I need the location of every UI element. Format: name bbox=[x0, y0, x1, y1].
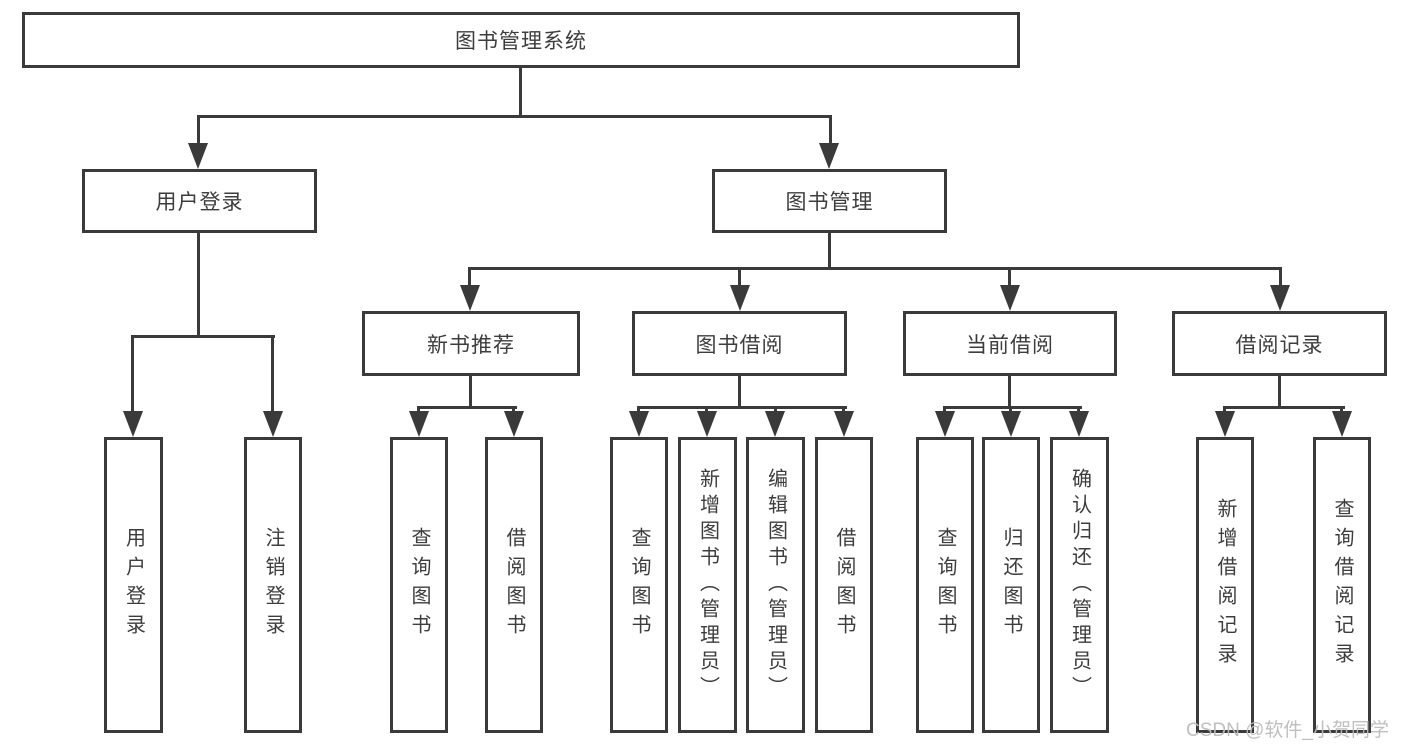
arrow-down-icon bbox=[819, 143, 839, 169]
leaf-add-borrow-record-label: 新增借阅记录 bbox=[1214, 498, 1236, 672]
connector-line bbox=[1278, 376, 1281, 408]
connector-line bbox=[1223, 406, 1226, 415]
leaf-recommend-query-books-label: 查询图书 bbox=[408, 527, 430, 643]
connector-line bbox=[197, 115, 832, 118]
leaf-return-books-label: 归还图书 bbox=[1000, 527, 1022, 643]
connector-line bbox=[271, 335, 274, 415]
leaf-borrow-books-label: 借阅图书 bbox=[833, 527, 855, 643]
connector-line bbox=[131, 335, 134, 415]
arrow-down-icon bbox=[697, 411, 717, 437]
leaf-recommend-borrow-books-label: 借阅图书 bbox=[503, 527, 525, 643]
node-user-login: 用户登录 bbox=[82, 169, 317, 233]
connector-line bbox=[417, 406, 517, 409]
connector-line bbox=[519, 68, 522, 118]
leaf-confirm-return-admin: 确认归还（管理员） bbox=[1050, 437, 1109, 733]
connector-line bbox=[637, 406, 640, 415]
leaf-return-books: 归还图书 bbox=[982, 437, 1040, 733]
arrow-down-icon bbox=[188, 143, 208, 169]
leaf-recommend-borrow-books: 借阅图书 bbox=[485, 437, 543, 733]
connector-line bbox=[943, 406, 946, 415]
leaf-add-books-admin: 新增图书（管理员） bbox=[678, 437, 737, 733]
node-book-borrow-label: 图书借阅 bbox=[695, 333, 784, 357]
leaf-edit-books-admin: 编辑图书（管理员） bbox=[746, 437, 805, 733]
arrow-down-icon bbox=[1215, 411, 1235, 437]
arrow-down-icon bbox=[765, 411, 785, 437]
connector-line bbox=[738, 376, 741, 408]
node-current-borrow: 当前借阅 bbox=[903, 311, 1117, 376]
node-user-login-label: 用户登录 bbox=[155, 191, 244, 214]
connector-line bbox=[417, 406, 420, 415]
connector-line bbox=[774, 406, 777, 415]
leaf-borrow-query-books: 查询图书 bbox=[610, 437, 668, 733]
leaf-edit-books-admin-label: 编辑图书（管理员） bbox=[764, 468, 787, 702]
leaf-current-query-books: 查询图书 bbox=[916, 437, 974, 733]
arrow-down-icon bbox=[935, 411, 955, 437]
leaf-borrow-query-books-label: 查询图书 bbox=[628, 527, 650, 643]
leaf-query-borrow-record: 查询借阅记录 bbox=[1313, 437, 1371, 733]
connector-line bbox=[197, 233, 200, 337]
arrow-down-icon bbox=[1001, 411, 1021, 437]
arrow-down-icon bbox=[460, 285, 480, 311]
leaf-user-login-label: 用户登录 bbox=[122, 527, 145, 643]
connector-line bbox=[512, 406, 515, 415]
node-root-label: 图书管理系统 bbox=[455, 30, 587, 53]
leaf-add-borrow-record: 新增借阅记录 bbox=[1196, 437, 1254, 733]
connector-line bbox=[842, 406, 845, 415]
arrow-down-icon bbox=[730, 285, 750, 311]
arrow-down-icon bbox=[263, 411, 283, 437]
node-book-management: 图书管理 bbox=[712, 169, 947, 233]
arrow-down-icon bbox=[1069, 411, 1089, 437]
connector-line bbox=[829, 115, 832, 147]
connector-line bbox=[1077, 406, 1080, 415]
connector-line bbox=[637, 406, 847, 409]
arrow-down-icon bbox=[834, 411, 854, 437]
node-current-borrow-label: 当前借阅 bbox=[966, 333, 1054, 357]
leaf-logout-label: 注销登录 bbox=[262, 527, 284, 643]
node-borrow-records-label: 借阅记录 bbox=[1235, 333, 1324, 357]
leaf-confirm-return-admin-label: 确认归还（管理员） bbox=[1068, 468, 1091, 702]
leaf-user-login: 用户登录 bbox=[104, 437, 163, 733]
connector-line bbox=[1008, 376, 1011, 408]
connector-line bbox=[1279, 267, 1282, 289]
connector-line bbox=[828, 233, 831, 269]
leaf-recommend-query-books: 查询图书 bbox=[390, 437, 448, 733]
leaf-borrow-books: 借阅图书 bbox=[815, 437, 873, 733]
arrow-down-icon bbox=[1332, 411, 1352, 437]
connector-line bbox=[468, 267, 1282, 270]
connector-line bbox=[1340, 406, 1343, 415]
connector-line bbox=[197, 115, 200, 147]
connector-line bbox=[1009, 406, 1012, 415]
node-new-book-recommend: 新书推荐 bbox=[362, 311, 580, 376]
arrow-down-icon bbox=[504, 411, 524, 437]
node-root: 图书管理系统 bbox=[22, 12, 1020, 68]
arrow-down-icon bbox=[1270, 285, 1290, 311]
connector-line bbox=[1008, 267, 1011, 289]
leaf-logout: 注销登录 bbox=[244, 437, 302, 733]
node-book-management-label: 图书管理 bbox=[785, 191, 874, 214]
connector-line bbox=[705, 406, 708, 415]
arrow-down-icon bbox=[123, 411, 143, 437]
connector-line bbox=[468, 267, 471, 289]
csdn-watermark: CSDN @软件_小贺同学 bbox=[1186, 720, 1389, 741]
leaf-add-books-admin-label: 新增图书（管理员） bbox=[696, 468, 719, 702]
connector-line bbox=[738, 267, 741, 289]
node-book-borrow: 图书借阅 bbox=[632, 311, 847, 376]
connector-line bbox=[469, 376, 472, 408]
arrow-down-icon bbox=[629, 411, 649, 437]
leaf-current-query-books-label: 查询图书 bbox=[934, 527, 956, 643]
leaf-query-borrow-record-label: 查询借阅记录 bbox=[1331, 498, 1353, 672]
arrow-down-icon bbox=[409, 411, 429, 437]
connector-line bbox=[1223, 406, 1345, 409]
node-new-book-recommend-label: 新书推荐 bbox=[427, 333, 515, 357]
arrow-down-icon bbox=[1000, 285, 1020, 311]
connector-line bbox=[131, 335, 275, 338]
node-borrow-records: 借阅记录 bbox=[1172, 311, 1387, 376]
connector-line bbox=[943, 406, 1082, 409]
